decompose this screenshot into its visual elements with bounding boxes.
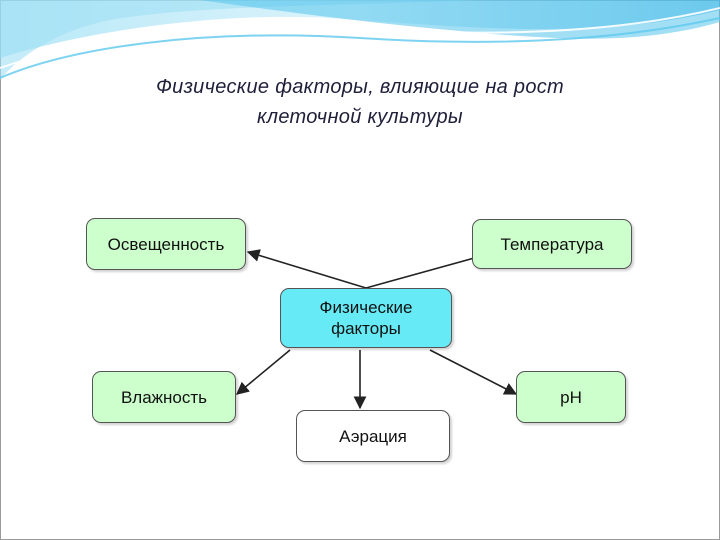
node-illumination-label: Освещенность [107, 234, 225, 254]
header-wave-decoration [0, 0, 720, 80]
arrow-to-ph [429, 349, 518, 395]
node-aeration: Аэрация [296, 410, 450, 462]
arrow-to-illumination [246, 249, 367, 289]
node-humidity-label: Влажность [120, 387, 208, 407]
node-temperature-label: Температура [500, 234, 604, 254]
center-label-line-2: факторы [331, 319, 401, 338]
center-label-line-1: Физические [319, 298, 413, 317]
title-line-1: Физические факторы, влияющие на рост [155, 76, 565, 98]
node-ph: pH [516, 371, 626, 423]
node-temperature: Температура [472, 219, 632, 269]
node-physical-factors: Физические факторы [280, 288, 452, 348]
title-line-2: клеточной культуры [257, 106, 463, 128]
arrow-to-humidity [236, 349, 291, 395]
slide-title: Физические факторы, влияющие на рост кле… [60, 72, 660, 132]
node-aeration-label: Аэрация [339, 426, 407, 446]
node-humidity: Влажность [92, 371, 236, 423]
node-illumination: Освещенность [86, 218, 246, 270]
node-ph-label: pH [560, 387, 582, 407]
